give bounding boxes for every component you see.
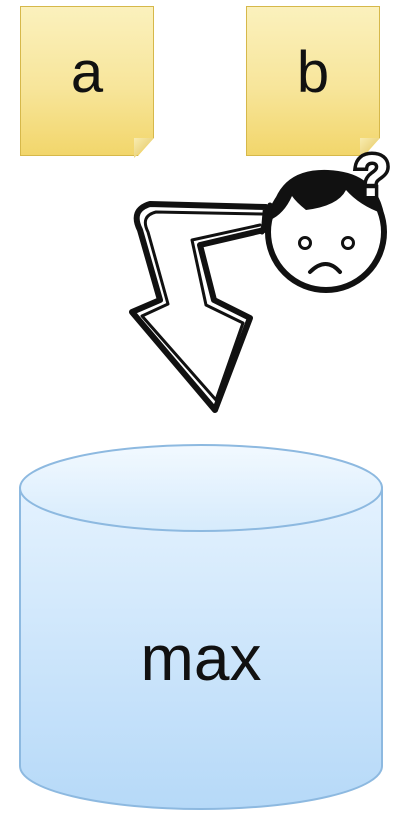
question-mark-icon: ? bbox=[354, 144, 389, 209]
curved-arrow-icon bbox=[132, 204, 270, 410]
database-label: max bbox=[20, 618, 382, 698]
